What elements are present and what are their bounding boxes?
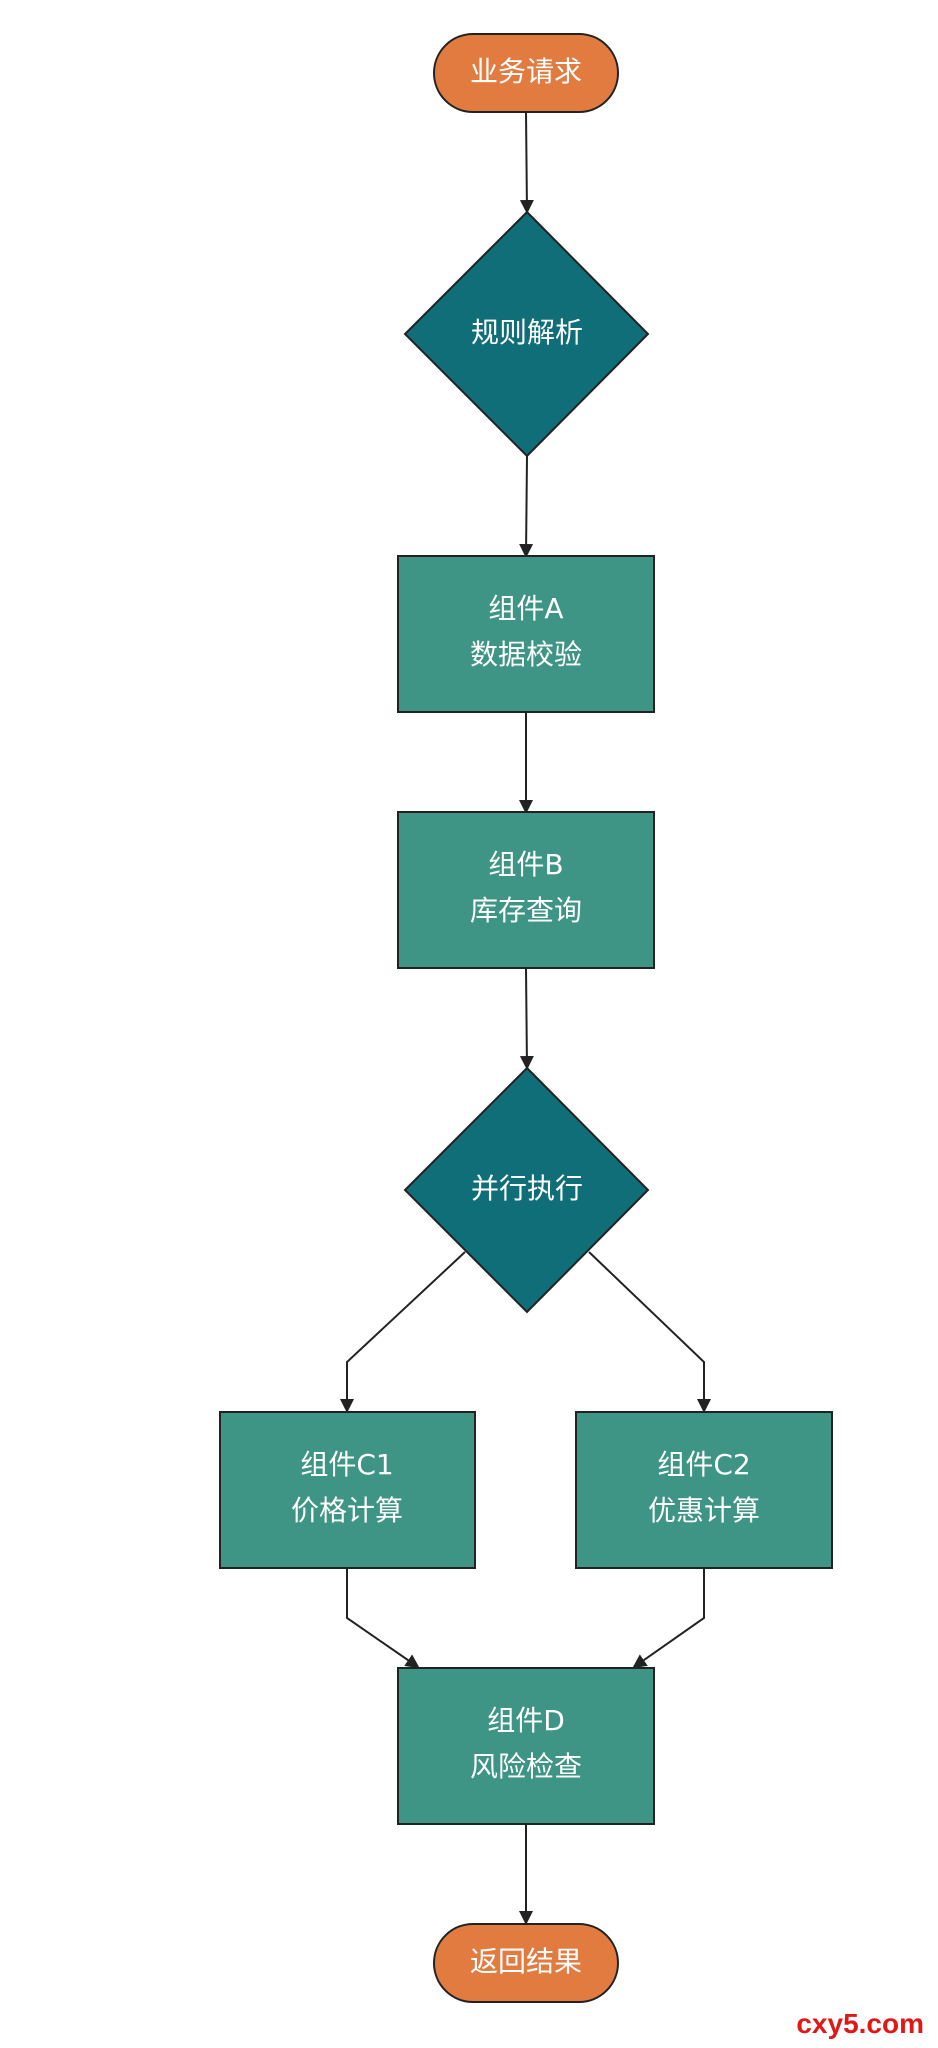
node-rule-parse: 规则解析 [403, 210, 650, 458]
node-comp-b-subtitle: 库存查询 [470, 894, 582, 927]
process-shape [397, 811, 655, 969]
node-comp-d-title: 组件D [487, 1704, 565, 1737]
node-start: 业务请求 [433, 33, 619, 113]
process-shape [397, 1667, 655, 1825]
node-comp-a-title: 组件A [488, 592, 563, 625]
node-parallel-label: 并行执行 [471, 1172, 583, 1205]
node-comp-c1: 组件C1 价格计算 [219, 1411, 476, 1569]
node-comp-c2-subtitle: 优惠计算 [648, 1494, 760, 1527]
edge-comp-c1-to-comp-d [346, 1568, 420, 1669]
edge-comp-c2-to-comp-d [632, 1568, 705, 1669]
node-comp-d: 组件D 风险检查 [397, 1667, 655, 1825]
node-comp-c1-title: 组件C1 [300, 1448, 393, 1481]
edge-parallel-to-comp-c1 [340, 1251, 466, 1413]
node-comp-c2: 组件C2 优惠计算 [575, 1411, 833, 1569]
decision-shape [403, 1066, 650, 1314]
node-end-label: 返回结果 [470, 1945, 582, 1978]
node-parallel: 并行执行 [403, 1066, 650, 1314]
node-start-label: 业务请求 [470, 55, 582, 88]
edge-start-to-rule-parse [519, 111, 534, 214]
edge-rule-parse-to-comp-a [519, 455, 534, 558]
node-comp-c1-subtitle: 价格计算 [291, 1494, 403, 1527]
connectors [340, 111, 711, 1925]
edge-comp-b-to-parallel [519, 967, 534, 1070]
terminal-shape [433, 33, 619, 113]
node-comp-b: 组件B 库存查询 [397, 811, 655, 969]
decision-shape [403, 210, 650, 458]
process-shape [219, 1411, 476, 1569]
edge-parallel-to-comp-c2 [588, 1251, 711, 1413]
node-comp-b-title: 组件B [488, 848, 563, 881]
node-comp-a: 组件A 数据校验 [397, 555, 655, 713]
node-comp-c2-title: 组件C2 [657, 1448, 750, 1481]
terminal-shape [433, 1923, 619, 2003]
watermark-logo: cxy5.com [796, 2008, 924, 2039]
node-end: 返回结果 [433, 1923, 619, 2003]
process-shape [575, 1411, 833, 1569]
node-comp-a-subtitle: 数据校验 [470, 638, 582, 671]
node-rule-parse-label: 规则解析 [471, 316, 583, 349]
node-comp-d-subtitle: 风险检查 [470, 1750, 582, 1783]
process-shape [397, 555, 655, 713]
